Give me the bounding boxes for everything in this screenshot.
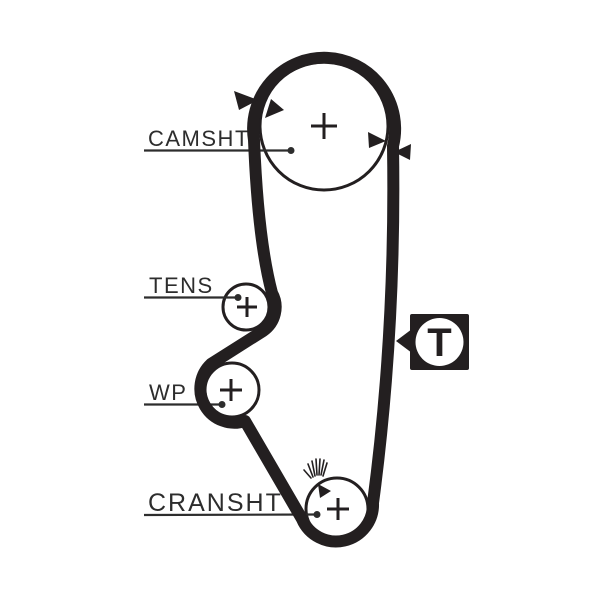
camshaft-label: CAMSHT <box>148 126 250 151</box>
water-pump-label: WP <box>149 380 187 405</box>
crankshaft-leader-dot <box>313 511 321 518</box>
hatch-mark <box>315 458 318 476</box>
hatch-mark <box>322 462 328 477</box>
alignment-arrows <box>234 91 411 498</box>
camshaft-left-inner-arrow-icon <box>265 99 284 118</box>
tensioner-leader-dot <box>234 294 242 301</box>
tension-check-marker: T <box>396 314 469 370</box>
leader-lines <box>143 149 318 517</box>
camshaft-left-outer-arrow-icon <box>234 91 258 110</box>
hatch-mark <box>318 458 321 476</box>
water-pump-center-cross-icon <box>220 379 242 401</box>
camshaft-right-inner-arrow-icon <box>368 132 386 148</box>
tension-marker-letter: T <box>427 321 451 365</box>
camshaft-leader-dot <box>287 147 295 154</box>
hatch-mark <box>320 459 325 476</box>
camshaft-right-outer-arrow-icon <box>394 144 411 160</box>
leader-line-dots <box>218 147 321 518</box>
crankshaft-label: CRANSHT <box>148 489 283 517</box>
tension-marker-pointer-icon <box>396 329 412 353</box>
crankshaft-center-cross-icon <box>327 498 349 520</box>
timing-belt <box>194 51 402 548</box>
hatch-mark <box>307 463 314 478</box>
tensioner-label: TENS <box>149 273 214 298</box>
tension-marker-circle <box>415 318 464 366</box>
water-pump-leader-dot <box>218 401 226 408</box>
camshaft-center-cross-icon <box>311 113 337 139</box>
crankshaft-timing-arrow-icon <box>318 484 331 498</box>
hatch-mark <box>311 460 316 477</box>
hatch-mark <box>303 469 312 479</box>
crankshaft-hatch-marks <box>303 458 328 479</box>
crankshaft-leader-line <box>143 513 318 517</box>
tensioner-pulley <box>221 282 271 332</box>
tensioner-center-cross-icon <box>237 297 257 317</box>
pulley-labels: CAMSHT TENS WP CRANSHT <box>148 126 283 517</box>
